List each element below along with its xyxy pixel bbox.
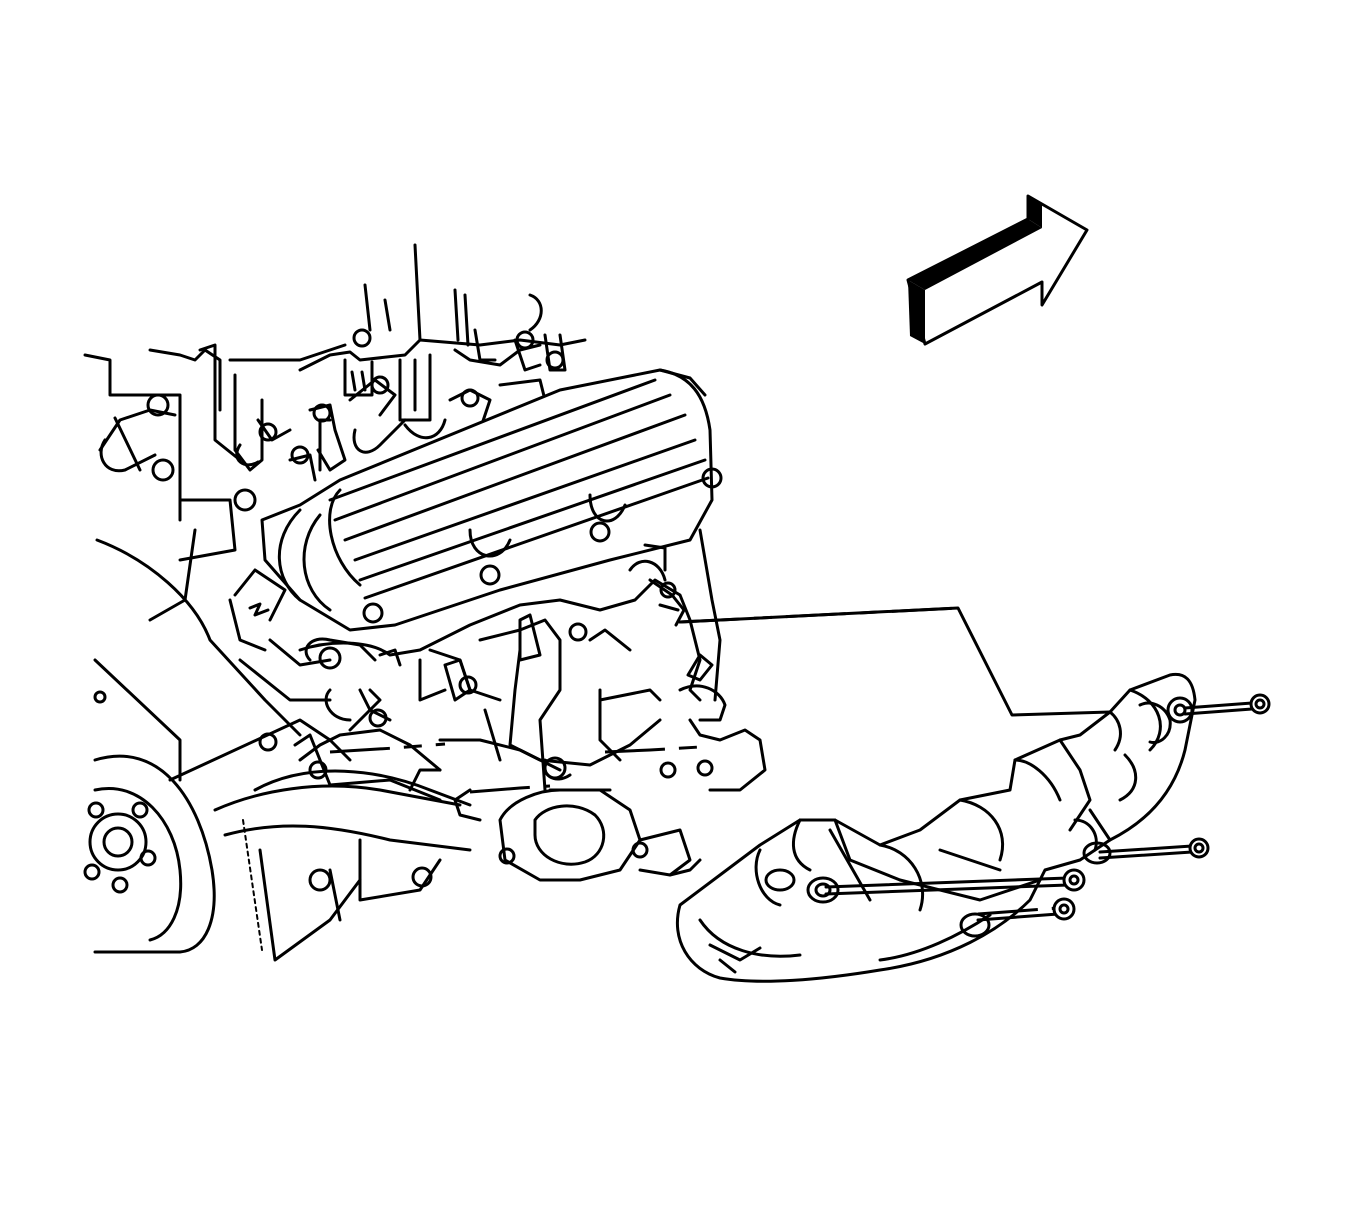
manifold-bolts [824, 693, 1271, 922]
bolt [976, 897, 1076, 922]
bolt [1183, 693, 1271, 716]
valve-cover [228, 368, 723, 702]
alignment-lines [329, 606, 1112, 794]
engine-block [83, 243, 587, 962]
front-direction-arrow-icon [906, 194, 1089, 346]
cylinder-head-exhaust-ports [253, 528, 767, 882]
bolt [1098, 837, 1210, 860]
exhaust-manifold [675, 672, 1197, 983]
bolt [824, 868, 1086, 896]
flywheel [83, 690, 263, 954]
